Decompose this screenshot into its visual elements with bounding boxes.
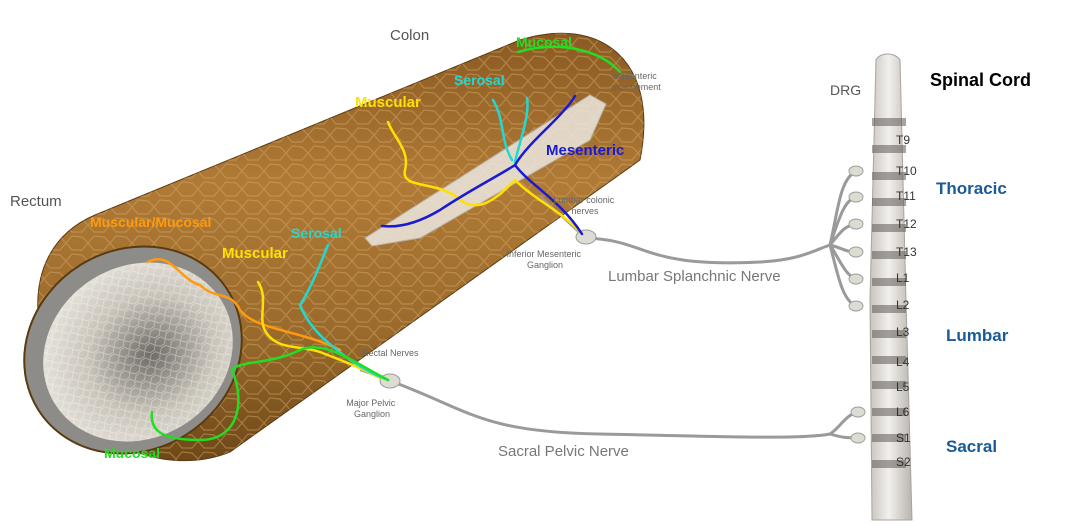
segment-label: T11	[896, 189, 916, 203]
segment-label: T13	[896, 245, 917, 259]
muscular-top-label: Muscular	[355, 94, 421, 111]
drg-l1	[849, 274, 863, 284]
segment-label: L6	[896, 405, 910, 419]
drg-l2	[849, 301, 863, 311]
inferior-mesenteric-ganglion-line-1: Inferior Mesenteric	[506, 249, 581, 259]
rectum-label: Rectum	[10, 193, 62, 210]
colon-label: Colon	[390, 27, 429, 44]
drg-t11	[849, 192, 863, 202]
muscular-mucosal-label: Muscular/Mucosal	[90, 214, 211, 230]
mesenteric-attachment-line-1: Mesenteric	[613, 71, 658, 81]
drg-t12	[849, 219, 863, 229]
segment-label: L5	[896, 380, 910, 394]
segment-label: T9	[896, 133, 910, 147]
mucosal-bottom-label: Mucosal	[104, 445, 160, 461]
muscular-bottom-label: Muscular	[222, 245, 288, 262]
drg-t13	[849, 247, 863, 257]
lumbar-colonic-nerves-line-1: Lumbar colonic	[553, 195, 615, 205]
region-thoracic-label: Thoracic	[936, 179, 1007, 198]
rectal-nerves-label: Rectal Nerves	[362, 348, 419, 358]
lumbar-colonic-nerves-line-2: nerves	[571, 206, 599, 216]
lumbar-splanchnic-nerve-path	[585, 238, 830, 263]
segment-label: L2	[896, 298, 910, 312]
major-pelvic-ganglion-line-1: Major Pelvic	[346, 398, 396, 408]
sacral-pelvic-nerve-label: Sacral Pelvic Nerve	[498, 443, 629, 460]
sacral-pelvic-nerve-path	[388, 380, 858, 437]
mesenteric-label: Mesenteric	[546, 142, 624, 159]
region-lumbar-label: Lumbar	[946, 326, 1009, 345]
segment-label: L1	[896, 271, 910, 285]
mucosal-top-label: Mucosal	[516, 34, 572, 50]
major-pelvic-ganglion-label: Major Pelvic Ganglion	[346, 398, 398, 419]
major-pelvic-ganglion-line-2: Ganglion	[354, 409, 390, 419]
segment-label: L4	[896, 355, 910, 369]
region-sacral-label: Sacral	[946, 437, 997, 456]
spinal-cord-title: Spinal Cord	[930, 70, 1031, 90]
drg-t10	[849, 166, 863, 176]
drg-l6	[851, 407, 865, 417]
inferior-mesenteric-ganglion-label: Inferior Mesenteric Ganglion	[506, 249, 583, 270]
segment-label: S1	[896, 431, 911, 445]
serosal-top-label: Serosal	[454, 72, 505, 88]
mesenteric-attachment-line-2: attachement	[611, 82, 661, 92]
inferior-mesenteric-ganglion-line-2: Ganglion	[527, 260, 563, 270]
drg-s1	[851, 433, 865, 443]
lumbar-splanchnic-nerve-label: Lumbar Splanchnic Nerve	[608, 268, 781, 285]
segment-label: T12	[896, 217, 917, 231]
drg-label: DRG	[830, 82, 861, 98]
mesenteric-attachment-label: Mesenteric attachement	[611, 71, 661, 92]
segment-label: L3	[896, 325, 910, 339]
segment-label: S2	[896, 455, 911, 469]
spinal-cord	[849, 54, 912, 520]
segment-label: T10	[896, 164, 917, 178]
serosal-bottom-label: Serosal	[291, 225, 342, 241]
